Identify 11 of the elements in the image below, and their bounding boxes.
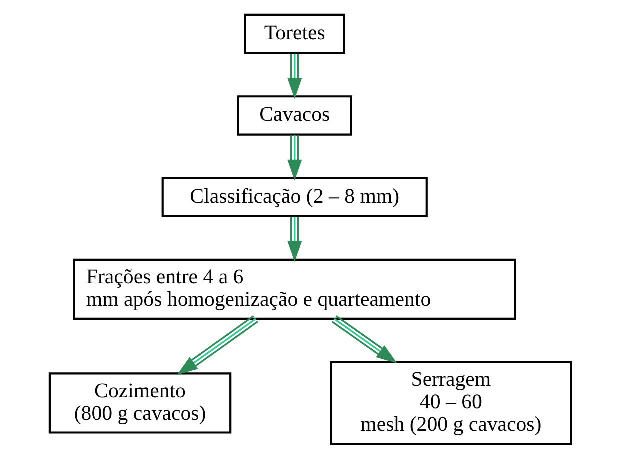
arrow: [176, 315, 258, 376]
arrow: [287, 54, 302, 100]
node-box: Toretes: [244, 14, 345, 54]
arrow: [287, 136, 302, 181]
arrow: [287, 217, 302, 262]
node-box: Cavacos: [236, 96, 352, 136]
node-box: Classificação (2 – 8 mm): [161, 177, 428, 218]
node-box: Frações entre 4 a 6 mm após homogenização e quarteamento: [72, 258, 516, 320]
arrow: [331, 315, 397, 364]
node-box: Serragem 40 – 60 mesh (200 g cavacos): [330, 361, 572, 446]
node-box: Cozimento (800 g cavacos): [48, 372, 232, 434]
